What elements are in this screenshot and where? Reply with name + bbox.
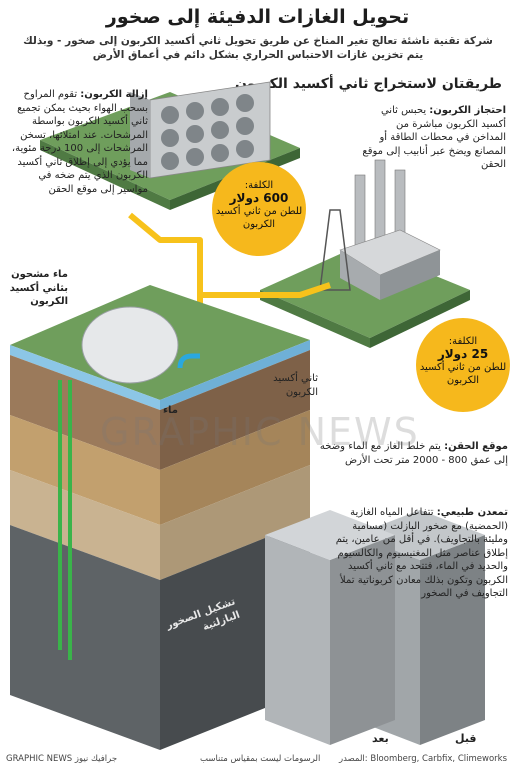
co2-label: ثاني أكسيد الكربون xyxy=(273,373,318,398)
capture-note: احتجاز الكربون: يحبس ثاني أكسيد الكربون … xyxy=(360,104,506,172)
watermark: GRAPHIC NEWS xyxy=(100,410,420,454)
page-title: تحويل الغازات الدفيئة إلى صخور xyxy=(105,6,410,28)
cost-badge-removal: الكلفة: 600 دولار للطن من ثاني أكسيد الك… xyxy=(212,162,306,256)
dome xyxy=(81,306,179,384)
section-heading: طريقتان لاستخراج ثاني أكسيد الكربون xyxy=(234,76,502,92)
cost-right-amount: 25 دولار xyxy=(437,347,489,361)
cost-left-label: الكلفة: xyxy=(244,180,274,191)
brand-credit: GRAPHIC NEWS جرافيك نيوز xyxy=(6,754,118,764)
injection-note: موقع الحقن: يتم خلط الغاز مع الماء وضخه … xyxy=(312,440,508,467)
mineralization-title: تمعدن طبيعي: xyxy=(436,507,508,518)
capture-title: احتجاز الكربون: xyxy=(429,105,506,116)
mineralization-note: تمعدن طبيعي: تتفاعل المياه الغازية (الحم… xyxy=(328,506,508,601)
cost-right-unit: للطن من ثاني أكسيد الكربون xyxy=(419,362,507,386)
rock-sample-after xyxy=(265,510,395,745)
injection-title: موقع الحقن: xyxy=(444,441,508,452)
removal-text: تقوم المراوح بسحب الهواء بحيث يمكن تجميع… xyxy=(11,89,148,195)
before-label: قبل xyxy=(455,732,477,745)
removal-note: إزالة الكربون: تقوم المراوح بسحب الهواء … xyxy=(8,88,148,196)
water-arrow-icon xyxy=(177,353,200,369)
cost-right-label: الكلفة: xyxy=(448,336,478,347)
injection-text: يتم خلط الغاز مع الماء وضخه إلى عمق 800 … xyxy=(319,441,508,466)
source-credit: المصدر: Bloomberg, Carbfix, Climeworks xyxy=(338,754,507,764)
scale-note: الرسومات ليست بمقياس متناسب xyxy=(200,754,321,764)
cost-left-unit: للطن من ثاني أكسيد الكربون xyxy=(215,206,303,230)
cost-left-amount: 600 دولار xyxy=(229,191,289,205)
water-label: ماء xyxy=(162,405,178,416)
power-plant xyxy=(319,159,441,300)
removal-title: إزالة الكربون: xyxy=(80,89,148,100)
fan-unit xyxy=(130,81,271,179)
mineralized-water-label: ماء مشحون بثاني أكسيد الكربون xyxy=(9,269,68,307)
mineralization-text: تتفاعل المياه الغازية (الحمضية) مع صخور … xyxy=(335,507,508,599)
page-subtitle: شركة تقنية ناشئة تعالج تغير المناخ عن طر… xyxy=(23,35,493,61)
injection-pipe xyxy=(58,380,72,660)
after-label: بعد xyxy=(372,732,389,745)
capture-text: يحبس ثاني أكسيد الكربون مباشرة من المداخ… xyxy=(362,105,506,170)
cost-badge-capture: الكلفة: 25 دولار للطن من ثاني أكسيد الكر… xyxy=(416,318,510,412)
